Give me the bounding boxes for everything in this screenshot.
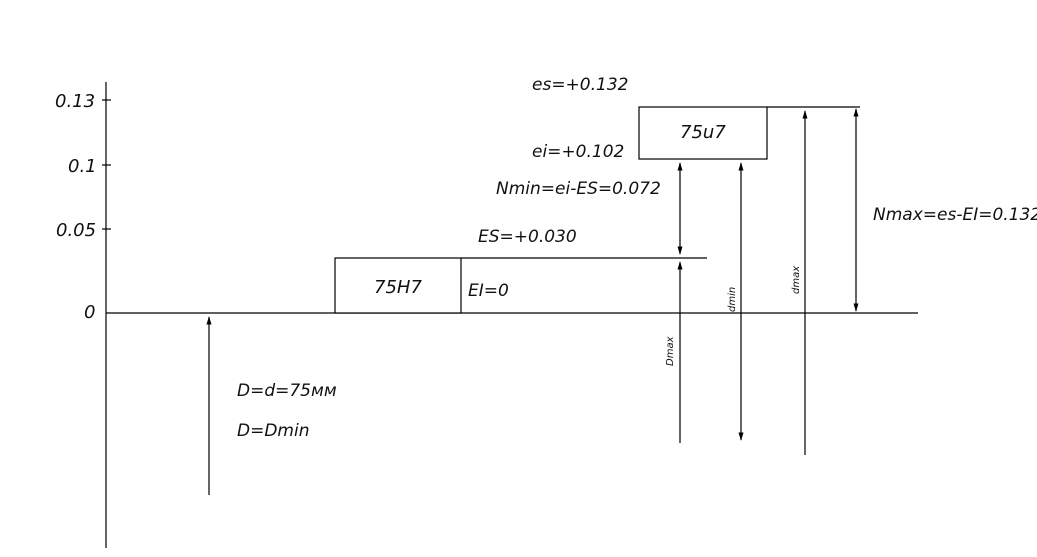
shaft-tolerance-zone xyxy=(638,106,768,160)
dmax-hole-label: Dmax xyxy=(665,336,676,366)
shaft-es-label: es=+0.132 xyxy=(532,75,628,95)
hole-tolerance-zone xyxy=(334,257,462,314)
axis-ticks xyxy=(102,99,111,230)
tick-label-0: 0 xyxy=(84,302,95,323)
shaft-zone-label: 75u7 xyxy=(680,122,726,143)
es-upper-label: ES=+0.030 xyxy=(478,227,577,247)
nominal-size-label: D=d=75мм xyxy=(237,381,337,401)
nmin-label: Nmin=ei-ES=0.072 xyxy=(496,179,661,199)
tick-label-0.05: 0.05 xyxy=(56,220,96,241)
tick-label-0.1: 0.1 xyxy=(68,156,97,177)
dmin-label: dmin xyxy=(727,287,738,312)
d-equals-dmin-label: D=Dmin xyxy=(237,421,309,441)
shaft-ei-label: ei=+0.102 xyxy=(532,142,624,162)
tick-label-0.13: 0.13 xyxy=(55,91,95,112)
hole-zone-label: 75H7 xyxy=(374,277,422,298)
nmax-label: Nmax=es-EI=0.132 xyxy=(873,205,1037,225)
dmax-shaft-label: dmax xyxy=(791,266,802,294)
ei-label: EI=0 xyxy=(468,281,509,301)
